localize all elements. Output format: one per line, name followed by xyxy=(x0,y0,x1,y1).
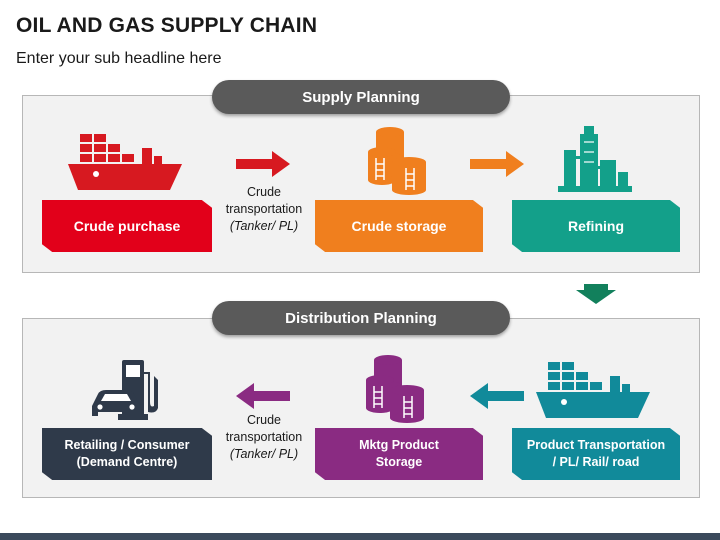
page-title: OIL AND GAS SUPPLY CHAIN xyxy=(16,14,318,37)
retailing-consumer-box: Retailing / Consumer (Demand Centre) xyxy=(42,428,212,480)
arrow-right-icon xyxy=(236,151,290,177)
crude-purchase-label: Crude purchase xyxy=(73,217,181,234)
crude-purchase-box: Crude purchase xyxy=(42,200,212,252)
crude-storage-box: Crude storage xyxy=(315,200,483,252)
distribution-planning-header: Distribution Planning xyxy=(212,301,510,335)
product-transportation-label-line2: / PL/ Rail/ road xyxy=(552,455,640,469)
supply-planning-header: Supply Planning xyxy=(212,80,510,114)
arrow-left-icon xyxy=(236,383,290,409)
footer-bar xyxy=(0,533,720,540)
cargo-ship-icon xyxy=(536,362,650,418)
crude-storage-label: Crude storage xyxy=(351,217,447,234)
mktg-product-storage-box: Mktg Product Storage xyxy=(315,428,483,480)
refining-box: Refining xyxy=(512,200,680,252)
crude-transportation-caption-top: Crude transportation (Tanker/ PL) xyxy=(225,185,303,233)
refining-label: Refining xyxy=(568,217,624,234)
refinery-icon xyxy=(558,126,632,192)
crude-transportation-caption-bottom: Crude transportation (Tanker/ PL) xyxy=(225,413,303,461)
product-transportation-box: Product Transportation / PL/ Rail/ road xyxy=(512,428,680,480)
arrow-down-icon xyxy=(576,284,616,304)
cargo-ship-icon xyxy=(68,134,182,190)
arrow-right-icon xyxy=(470,151,524,177)
mktg-storage-label-line1: Mktg Product xyxy=(359,438,439,452)
product-transportation-label-line1: Product Transportation xyxy=(526,438,666,452)
retailing-label-line2: (Demand Centre) xyxy=(76,455,178,469)
storage-tanks-icon xyxy=(368,127,426,195)
fuel-pump-car-icon xyxy=(92,360,158,420)
mktg-storage-label-line2: Storage xyxy=(375,455,423,469)
retailing-label-line1: Retailing / Consumer xyxy=(64,438,190,452)
arrow-left-icon xyxy=(470,383,524,409)
page-subtitle: Enter your sub headline here xyxy=(16,50,222,67)
storage-tanks-icon xyxy=(366,355,424,423)
